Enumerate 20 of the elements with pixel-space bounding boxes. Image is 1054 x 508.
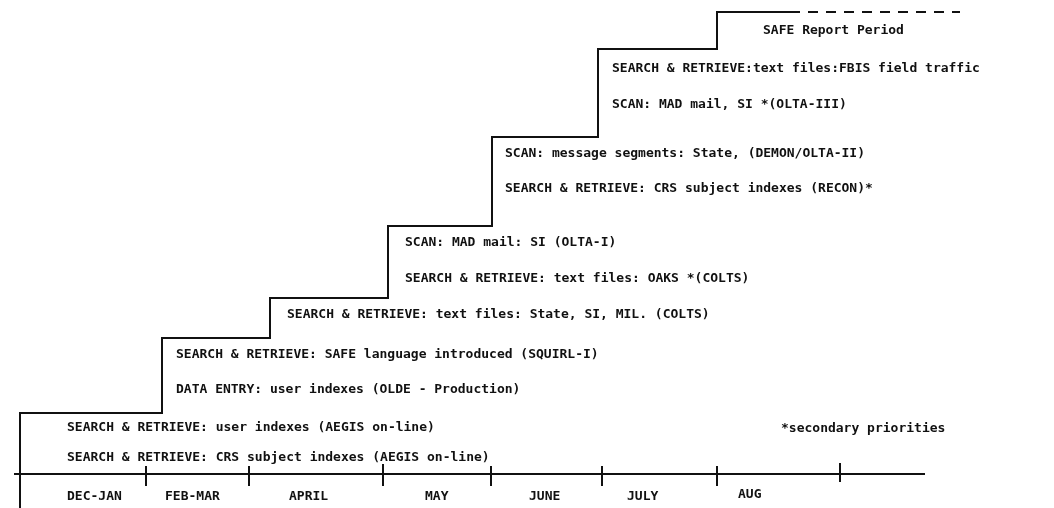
footnote: *secondary priorities [781, 420, 946, 436]
milestone-text: SEARCH & RETRIEVE: SAFE language introduced (SQUIRL-I) [176, 346, 599, 362]
milestone-text: SEARCH & RETRIEVE: text files: OAKS *(COLTS) [405, 270, 750, 286]
milestone-text: SAFE Report Period [763, 22, 904, 38]
month-label: DEC-JAN [67, 488, 122, 504]
month-label: JUNE [529, 488, 561, 504]
month-label: FEB-MAR [165, 488, 220, 504]
milestone-text: SCAN: MAD mail: SI (OLTA-I) [405, 234, 617, 250]
milestone-text: SEARCH & RETRIEVE: CRS subject indexes (AEGIS on-line) [67, 449, 490, 465]
milestone-text: SEARCH & RETRIEVE:text files:FBIS field traffic [612, 60, 980, 76]
month-label: AUG [738, 486, 762, 502]
month-label: MAY [425, 488, 449, 504]
month-label: JULY [627, 488, 659, 504]
milestone-text: SCAN: MAD mail, SI *(OLTA-III) [612, 96, 847, 112]
milestone-text: SEARCH & RETRIEVE: text files: State, SI, MIL. (COLTS) [287, 306, 710, 322]
milestone-text: DATA ENTRY: user indexes (OLDE - Production) [176, 381, 521, 397]
month-label: APRIL [289, 488, 329, 504]
milestone-text: SCAN: message segments: State, (DEMON/OLTA-II) [505, 145, 866, 161]
milestone-text: SEARCH & RETRIEVE: user indexes (AEGIS on-line) [67, 419, 435, 435]
milestone-text: SEARCH & RETRIEVE: CRS subject indexes (RECON)* [505, 180, 873, 196]
